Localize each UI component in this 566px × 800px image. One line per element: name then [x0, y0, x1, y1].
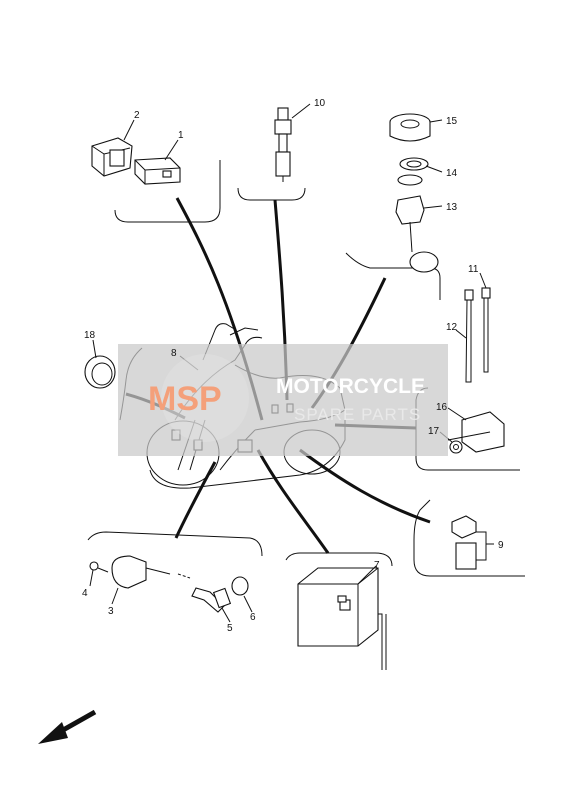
part-14-gasket: [397, 157, 429, 186]
part-number-15: 15: [446, 116, 458, 127]
part-number-4: 4: [82, 588, 88, 599]
part-number-5: 5: [227, 623, 233, 634]
part-3-ignition-coil: [111, 555, 191, 589]
part-7-battery: [297, 567, 387, 670]
watermark-title: MOTORCYCLE: [276, 375, 425, 398]
part-11-cable-tie: [481, 287, 491, 373]
part-12-cable-tie: [464, 289, 474, 383]
part-number-8: 8: [171, 348, 177, 359]
part-18-grommet: [84, 355, 116, 389]
part-number-12: 12: [446, 322, 458, 333]
part-1-relay: [134, 157, 181, 185]
part-number-14: 14: [446, 168, 458, 179]
part-number-1: 1: [178, 130, 184, 141]
part-10-sensor: [274, 107, 292, 182]
part-number-18: 18: [84, 330, 96, 341]
part-number-9: 9: [498, 540, 504, 551]
front-arrow-icon: [38, 709, 97, 744]
part-17-nut: [449, 440, 463, 454]
watermark-subtitle: SPARE PARTS: [294, 405, 421, 424]
part-4-bolt: [89, 561, 109, 573]
part-6-cap: [231, 576, 249, 596]
watermark: MSP MOTORCYCLE SPARE PARTS: [118, 344, 448, 456]
part-number-3: 3: [108, 606, 114, 617]
part-13-fuel-sender: [395, 195, 439, 273]
part-5-plug-cap: [191, 587, 232, 613]
part-15-cap: [389, 113, 431, 142]
part-number-13: 13: [446, 202, 458, 213]
part-number-16: 16: [436, 402, 448, 413]
part-9-relay: [451, 515, 487, 570]
part-number-10: 10: [314, 98, 326, 109]
part-numbers: 1 2 3 4 5 6 7 8 9 10 11 12 13 14 15 16 1…: [82, 98, 504, 634]
part-number-2: 2: [134, 110, 140, 121]
part-number-7: 7: [374, 560, 380, 571]
part-16-plate: [447, 411, 505, 453]
watermark-logo: MSP: [148, 380, 222, 418]
part-number-17: 17: [428, 426, 440, 437]
part-number-6: 6: [250, 612, 256, 623]
part-2-connector: [91, 137, 133, 177]
part-number-11: 11: [468, 264, 479, 275]
